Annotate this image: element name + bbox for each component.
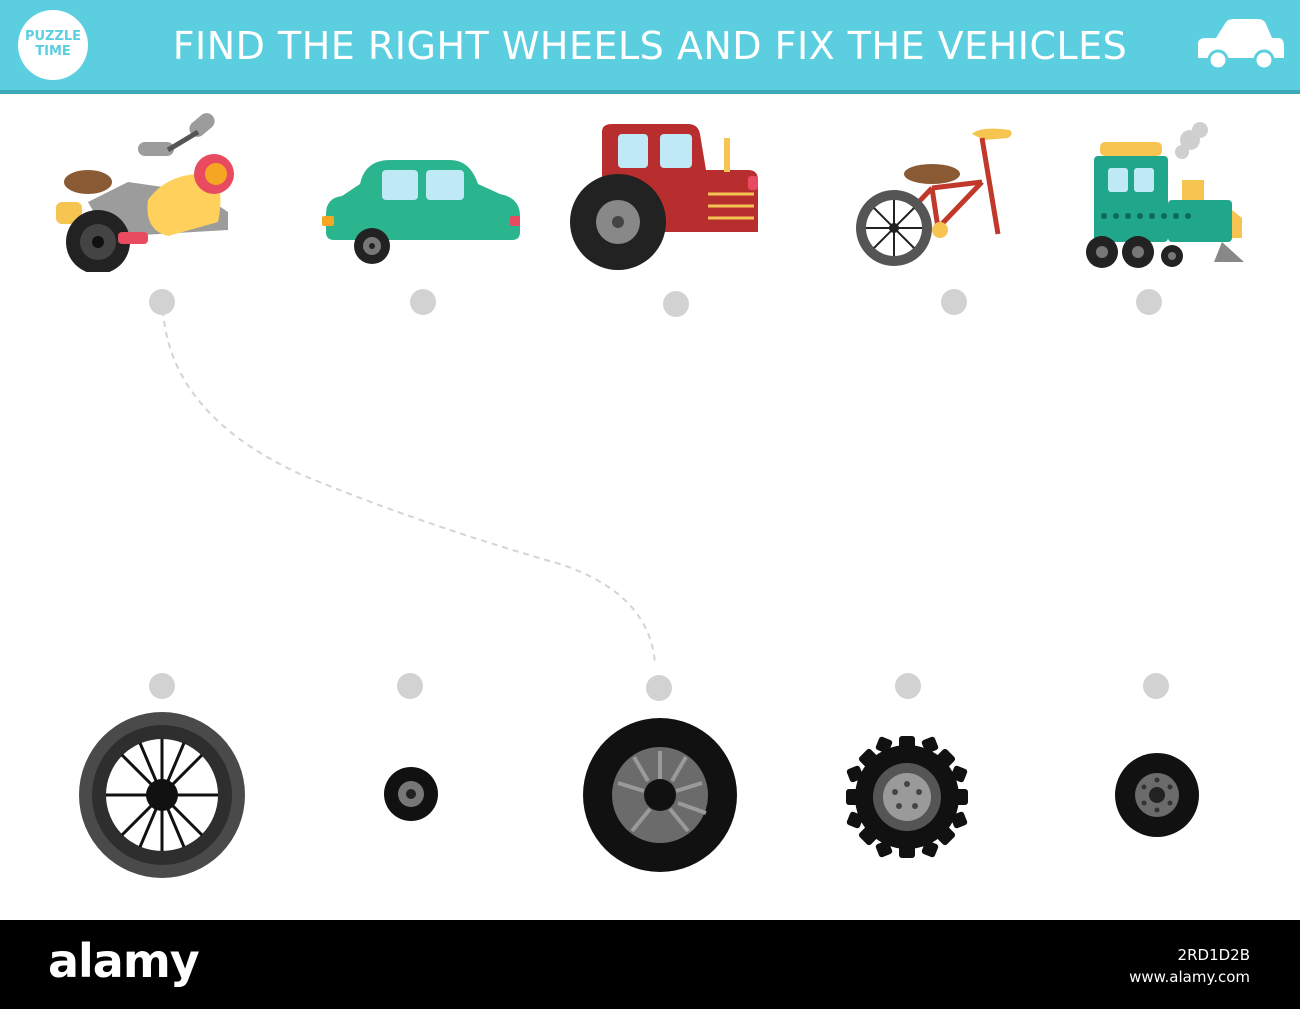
bicycle-icon[interactable] xyxy=(852,124,1017,274)
footer-bar: alamy 2RD1D2B www.alamy.com xyxy=(0,920,1300,1009)
image-id: 2RD1D2B xyxy=(1177,946,1250,964)
vehicle-dot-train[interactable] xyxy=(1136,289,1162,315)
vehicle-dot-car[interactable] xyxy=(410,289,436,315)
wheel-icon[interactable] xyxy=(1114,752,1200,838)
wheel-icon[interactable] xyxy=(844,734,970,860)
badge-line-1: PUZZLE xyxy=(24,29,82,44)
car-icon xyxy=(1198,19,1284,71)
page-title: FIND THE RIGHT WHEELS AND FIX THE VEHICL… xyxy=(172,24,1128,68)
car-icon[interactable] xyxy=(320,154,525,274)
wheel-icon[interactable] xyxy=(77,710,247,880)
stock-image-info: 2RD1D2B www.alamy.com xyxy=(1129,944,1250,988)
wheel-dot-2[interactable] xyxy=(397,673,423,699)
wheel-dot-3[interactable] xyxy=(646,675,672,701)
wheel-dot-1[interactable] xyxy=(149,673,175,699)
motorcycle-icon[interactable] xyxy=(48,112,238,272)
alamy-logo[interactable]: alamy xyxy=(48,934,200,988)
puzzle-time-badge: PUZZLE TIME xyxy=(18,10,88,80)
train-icon[interactable] xyxy=(1082,122,1252,272)
vehicle-dot-tractor[interactable] xyxy=(663,291,689,317)
dashed-guide-line xyxy=(162,309,656,665)
wheel-dot-4[interactable] xyxy=(895,673,921,699)
wheel-dot-5[interactable] xyxy=(1143,673,1169,699)
wheel-icon[interactable] xyxy=(582,717,738,873)
vehicle-dot-motorcycle[interactable] xyxy=(149,289,175,315)
site-url[interactable]: www.alamy.com xyxy=(1129,968,1250,986)
tractor-icon[interactable] xyxy=(568,122,763,272)
vehicle-dot-bicycle[interactable] xyxy=(941,289,967,315)
wheel-icon[interactable] xyxy=(383,766,439,822)
header-bar: PUZZLE TIME FIND THE RIGHT WHEELS AND FI… xyxy=(0,0,1300,94)
puzzle-area xyxy=(0,94,1300,920)
badge-line-2: TIME xyxy=(35,44,71,59)
